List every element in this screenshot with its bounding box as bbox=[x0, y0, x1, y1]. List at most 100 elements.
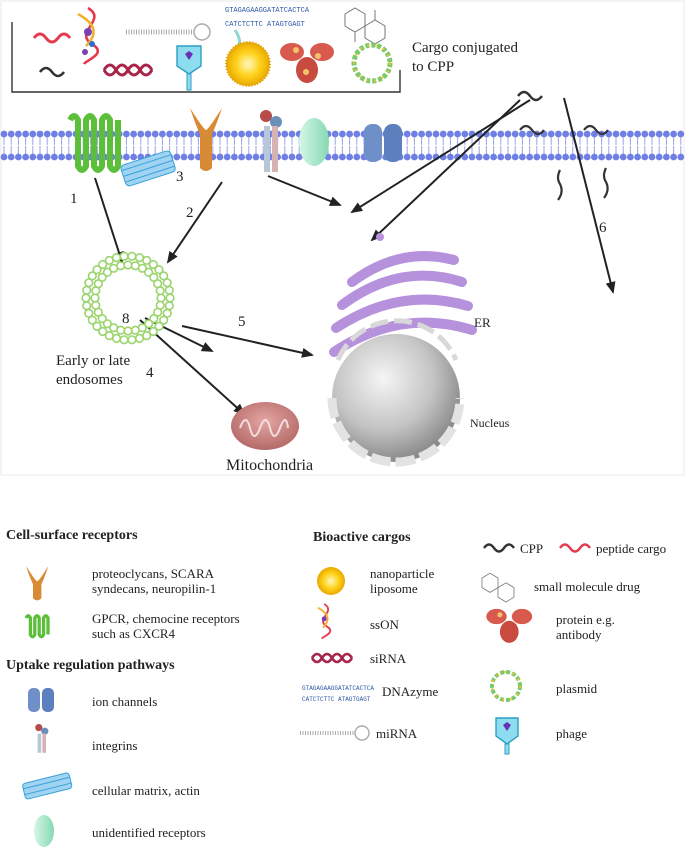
lipid-head bbox=[447, 153, 454, 161]
endosome-lipid bbox=[149, 314, 159, 324]
lipid-head bbox=[187, 130, 195, 138]
nucleus bbox=[327, 318, 465, 467]
endosome-lipid bbox=[123, 260, 133, 270]
lipid-head bbox=[454, 130, 461, 138]
endosome-lipid bbox=[156, 293, 166, 303]
legend-item-ssdna: ssON bbox=[370, 617, 399, 632]
unidentified-receptor bbox=[299, 118, 329, 166]
integrin bbox=[260, 110, 282, 172]
arrow-cpp-cytosol bbox=[350, 99, 531, 214]
lipid-head bbox=[353, 130, 361, 138]
er-label: ER bbox=[474, 315, 491, 330]
lipid-head bbox=[634, 153, 641, 161]
endosome-lipid bbox=[84, 308, 94, 318]
endosome-lipid bbox=[91, 300, 101, 310]
lipid-head bbox=[519, 153, 526, 161]
endosome-lipid bbox=[90, 293, 100, 303]
lipid-head bbox=[475, 153, 483, 161]
lipid-head bbox=[7, 130, 15, 138]
plasmid-icon bbox=[351, 42, 393, 84]
legend-pathways-heading: Uptake regulation pathways bbox=[6, 658, 175, 673]
endosome-lipid bbox=[142, 255, 152, 266]
integrin-icon bbox=[35, 724, 49, 753]
cpp-membrane-3 bbox=[556, 169, 563, 201]
lipid-head bbox=[497, 130, 505, 138]
endosome-lipid bbox=[98, 326, 108, 337]
lipid-head bbox=[562, 153, 569, 161]
lipid-head bbox=[461, 130, 469, 138]
route-number-5: 5 bbox=[238, 314, 246, 330]
dnazyme-icon: GTAGAGAAGGATATCACTCA CATCTCTTC ATAGTGAGT bbox=[302, 685, 374, 703]
lipid-head bbox=[144, 130, 152, 138]
lipid-head bbox=[130, 130, 138, 138]
lipid-head bbox=[677, 153, 685, 161]
lipid-head bbox=[331, 130, 339, 138]
cpp-free bbox=[517, 90, 543, 102]
lipid-head bbox=[346, 130, 353, 138]
legend-item-sirna: siRNA bbox=[370, 651, 407, 666]
lipid-head bbox=[43, 130, 51, 138]
endosome-lipid bbox=[154, 321, 164, 331]
endosome-lipid bbox=[153, 307, 163, 317]
lipid-head bbox=[245, 153, 253, 161]
cargo-box-bracket bbox=[11, 22, 401, 93]
arrow-cpp-direct bbox=[370, 99, 521, 242]
lipid-head bbox=[151, 130, 159, 138]
route-number-6: 6 bbox=[599, 220, 607, 236]
endosome-lipid bbox=[87, 271, 97, 281]
endosome-lipid bbox=[102, 319, 112, 329]
lipid-head bbox=[569, 153, 577, 161]
lipid-head bbox=[180, 130, 188, 138]
antibody-icon bbox=[280, 43, 334, 83]
endosome-lipid bbox=[119, 335, 129, 345]
lipid-head bbox=[331, 153, 339, 161]
endosome-lipid bbox=[87, 315, 97, 325]
lipid-head bbox=[43, 153, 51, 161]
lipid-head bbox=[353, 153, 361, 161]
mitochondria-label: Mitochondria bbox=[226, 457, 313, 474]
mirna-icon bbox=[126, 23, 211, 41]
lipid-head bbox=[29, 130, 37, 138]
lipid-head bbox=[123, 153, 130, 161]
endosome-lipid bbox=[159, 315, 169, 325]
legend-item-small-molecule: small molecule drug bbox=[534, 579, 641, 594]
lipid-head bbox=[432, 130, 440, 138]
lipid-head bbox=[173, 153, 181, 161]
small-molecule-icon bbox=[344, 7, 386, 45]
lipid-head bbox=[641, 130, 649, 138]
nucleus-label: Nucleus bbox=[470, 416, 510, 430]
lipid-head bbox=[663, 130, 670, 138]
lipid-head bbox=[526, 130, 533, 138]
lipid-head bbox=[180, 153, 188, 161]
lipid-head bbox=[576, 130, 584, 138]
lipid-head bbox=[619, 153, 627, 161]
endosome-lipid bbox=[111, 253, 122, 263]
lipid-head bbox=[7, 153, 15, 161]
legend-item-plasmid: plasmid bbox=[556, 681, 598, 696]
lipid-head bbox=[411, 130, 418, 138]
route-number-2: 2 bbox=[186, 205, 194, 221]
lipid-head bbox=[555, 153, 562, 161]
sirna-icon bbox=[102, 63, 154, 77]
lipid-head bbox=[504, 130, 512, 138]
arrow-route-5 bbox=[181, 325, 314, 358]
endosome-lipid bbox=[137, 263, 147, 273]
endosome-lipid bbox=[155, 286, 165, 296]
lipid-head bbox=[547, 153, 555, 161]
endosome-lipid bbox=[81, 293, 91, 303]
lipid-head bbox=[418, 130, 425, 138]
lipid-head bbox=[231, 130, 238, 138]
legend-item-gpcr: GPCR, chemocine receptors such as CXCR4 bbox=[92, 611, 240, 641]
lipid-head bbox=[339, 153, 346, 161]
endosome-lipid bbox=[104, 331, 114, 341]
endosome-lipid bbox=[109, 323, 119, 333]
lipid-head bbox=[403, 153, 411, 161]
legend-item-phage: phage bbox=[556, 726, 588, 741]
lipid-head bbox=[281, 153, 289, 161]
endosome-lipid bbox=[119, 251, 129, 261]
endosome-lipid bbox=[134, 333, 145, 344]
lipid-head bbox=[648, 130, 656, 138]
lipid-head bbox=[497, 153, 505, 161]
lipid-head bbox=[36, 153, 44, 161]
